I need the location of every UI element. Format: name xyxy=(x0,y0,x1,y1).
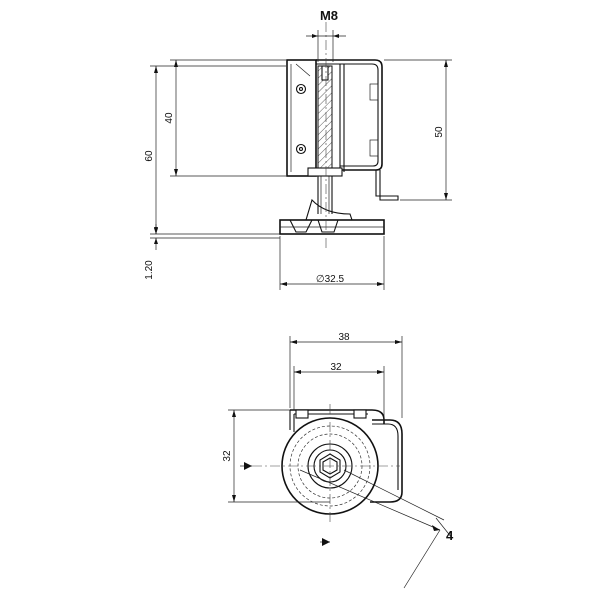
dim-120-label: 1.20 xyxy=(144,260,155,280)
dim-32-vertical-label: 32 xyxy=(222,450,233,462)
section-arrow-left xyxy=(240,462,252,470)
dim-50-label: 50 xyxy=(434,126,445,138)
top-view: 38 32 32 4 xyxy=(222,332,454,589)
mounting-plate xyxy=(286,59,317,177)
section-arrow-bottom xyxy=(320,538,330,546)
dim-32-horizontal-label: 32 xyxy=(330,362,342,373)
mounting-hole-bottom-icon xyxy=(295,143,307,155)
diameter-label: ∅32.5 xyxy=(316,274,345,285)
dim-32-vertical: 32 xyxy=(222,409,330,503)
dim-32-horizontal: 32 xyxy=(293,362,385,420)
dim-38: 38 xyxy=(289,332,403,418)
dim-50: 50 xyxy=(384,59,452,201)
side-view: M8 40 60 1.20 xyxy=(144,8,452,290)
angled-leader xyxy=(299,469,453,589)
dim-m8: M8 xyxy=(306,8,346,62)
dim-38-label: 38 xyxy=(338,332,350,343)
dim-4-label: 4 xyxy=(446,528,454,543)
dim-40-label: 40 xyxy=(164,112,175,124)
mounting-hole-top-icon xyxy=(295,83,307,95)
dim-diameter: ∅32.5 xyxy=(279,236,385,290)
dim-60: 60 xyxy=(144,65,286,235)
thread-size-label: M8 xyxy=(320,8,338,23)
dim-40: 40 xyxy=(164,59,286,177)
threaded-bolt xyxy=(307,65,343,214)
dim-120: 1.20 xyxy=(144,224,280,280)
foot-pad xyxy=(279,198,385,235)
dim-60-label: 60 xyxy=(144,150,155,162)
bracket xyxy=(316,59,399,201)
